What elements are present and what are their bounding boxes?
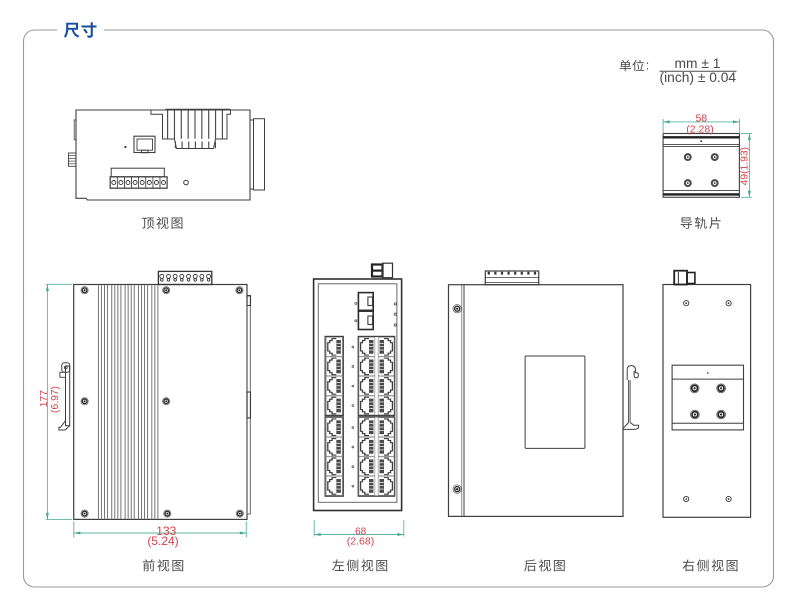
svg-text:(2.68): (2.68) <box>347 536 374 548</box>
svg-text:(2.28): (2.28) <box>686 123 713 135</box>
svg-text:(5.24): (5.24) <box>147 534 178 548</box>
svg-text:133: 133 <box>156 524 176 538</box>
svg-text:(6.97): (6.97) <box>50 386 61 413</box>
svg-text:177: 177 <box>39 390 50 407</box>
svg-text:58: 58 <box>695 112 707 124</box>
svg-text:mm ± 1: mm ± 1 <box>675 56 721 71</box>
svg-text:49(1.93): 49(1.93) <box>740 147 751 185</box>
svg-text:68: 68 <box>355 526 367 537</box>
svg-text:(inch) ± 0.04: (inch) ± 0.04 <box>660 70 737 85</box>
svg-text::: : <box>646 59 649 73</box>
